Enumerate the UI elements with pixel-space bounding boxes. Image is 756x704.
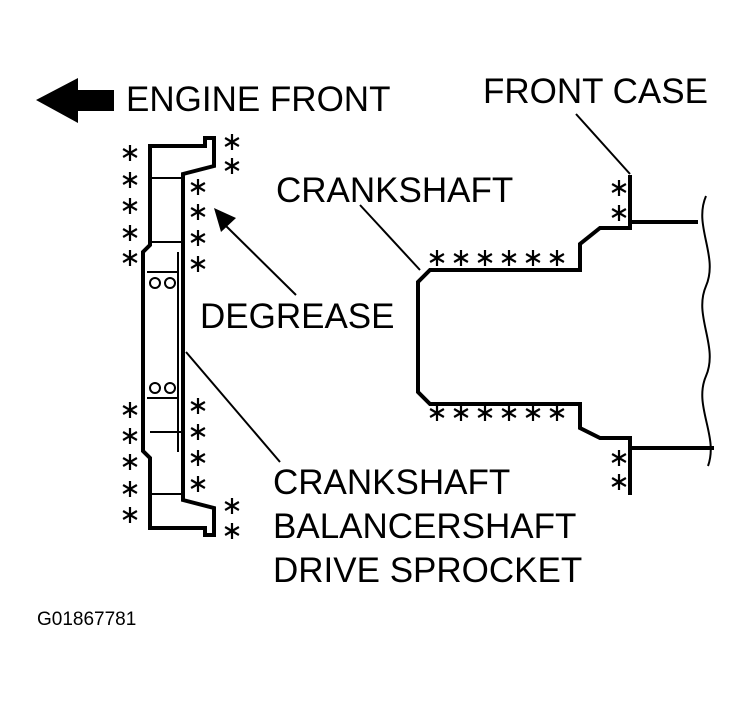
asterisk-icon xyxy=(611,450,627,466)
asterisk-icon xyxy=(453,250,469,266)
asterisk-icon xyxy=(453,405,469,421)
asterisk-icon xyxy=(190,398,206,414)
asterisk-icon xyxy=(190,256,206,272)
crankshaft-leader xyxy=(359,204,421,271)
sprocket-details xyxy=(147,177,183,495)
figure-id-label: G01867781 xyxy=(37,609,137,630)
sprocket-leader xyxy=(185,351,281,463)
asterisk-icon xyxy=(611,474,627,490)
asterisk-icon xyxy=(224,134,240,150)
sprocket-label-line1: CRANKSHAFT xyxy=(273,463,511,502)
asterisk-icon xyxy=(429,405,445,421)
asterisk-icon xyxy=(122,198,138,214)
asterisk-icon xyxy=(190,230,206,246)
asterisk-icon xyxy=(525,250,541,266)
asterisk-icon xyxy=(611,180,627,196)
asterisk-icon xyxy=(611,205,627,221)
asterisk-icon xyxy=(501,405,517,421)
asterisk-icon xyxy=(525,405,541,421)
sprocket-label-line2: BALANCERSHAFT xyxy=(273,507,577,546)
asterisk-icon xyxy=(122,172,138,188)
asterisk-icon xyxy=(122,481,138,497)
break-line xyxy=(701,195,712,467)
asterisk-icon xyxy=(190,476,206,492)
asterisk-icon xyxy=(122,250,138,266)
asterisk-icon xyxy=(224,498,240,514)
degrease-label: DEGREASE xyxy=(200,297,395,336)
asterisk-icon xyxy=(122,507,138,523)
asterisk-icon xyxy=(122,454,138,470)
sprocket-label-line3: DRIVE SPROCKET xyxy=(273,551,583,590)
asterisk-icon xyxy=(224,158,240,174)
asterisk-icon xyxy=(122,145,138,161)
asterisk-icon xyxy=(477,405,493,421)
asterisk-icon xyxy=(190,204,206,220)
asterisk-icon xyxy=(477,250,493,266)
asterisk-icon xyxy=(122,225,138,241)
degrease-arrowhead xyxy=(214,208,236,232)
engine-front-label: ENGINE FRONT xyxy=(126,80,391,119)
asterisk-icon xyxy=(549,405,565,421)
asterisk-icon xyxy=(190,424,206,440)
degrease-leader xyxy=(223,223,297,296)
front-case-leader xyxy=(575,113,631,175)
sprocket-outline xyxy=(141,136,216,537)
crankshaft-label: CRANKSHAFT xyxy=(276,171,514,210)
front-case-label: FRONT CASE xyxy=(483,72,708,111)
asterisk-icon xyxy=(224,523,240,539)
asterisk-icon xyxy=(549,250,565,266)
front-case-outline xyxy=(416,175,632,495)
asterisk-icon xyxy=(122,402,138,418)
degrease-markers xyxy=(122,134,627,539)
asterisk-icon xyxy=(190,179,206,195)
asterisk-icon xyxy=(501,250,517,266)
asterisk-icon xyxy=(429,250,445,266)
sprocket-label: CRANKSHAFT BALANCERSHAFT DRIVE SPROCKET xyxy=(273,461,582,593)
asterisk-icon xyxy=(190,450,206,466)
arrow-left-icon xyxy=(36,78,114,123)
asterisk-icon xyxy=(122,428,138,444)
